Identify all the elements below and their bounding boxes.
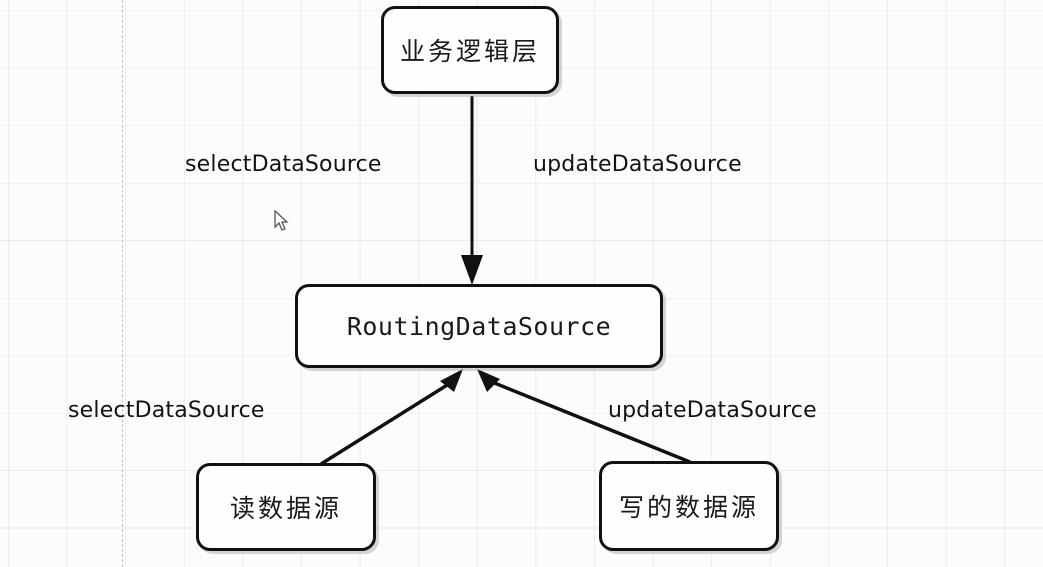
node-read-datasource-label: 读数据源 bbox=[229, 494, 342, 523]
edge-label-update-top: updateDataSource bbox=[533, 152, 742, 177]
edge-label-select-top: selectDataSource bbox=[185, 152, 382, 177]
node-business-layer-label: 业务逻辑层 bbox=[399, 37, 540, 66]
node-write-datasource[interactable]: 写的数据源 bbox=[599, 461, 779, 551]
edge-label-select-bottom: selectDataSource bbox=[68, 398, 265, 423]
node-write-datasource-label: 写的数据源 bbox=[618, 493, 759, 522]
dashed-guide-line bbox=[122, 0, 123, 567]
edge-label-update-bottom: updateDataSource bbox=[608, 398, 817, 423]
node-business-layer[interactable]: 业务逻辑层 bbox=[381, 6, 559, 94]
edge-read-to-routing bbox=[320, 369, 463, 466]
mouse-cursor-icon bbox=[274, 210, 289, 231]
node-routing-datasource-label: RoutingDataSource bbox=[346, 311, 612, 341]
node-routing-datasource[interactable]: RoutingDataSource bbox=[295, 284, 663, 368]
edge-write-to-routing bbox=[477, 369, 691, 464]
node-read-datasource[interactable]: 读数据源 bbox=[196, 463, 376, 551]
edge-business-to-routing bbox=[461, 96, 483, 285]
